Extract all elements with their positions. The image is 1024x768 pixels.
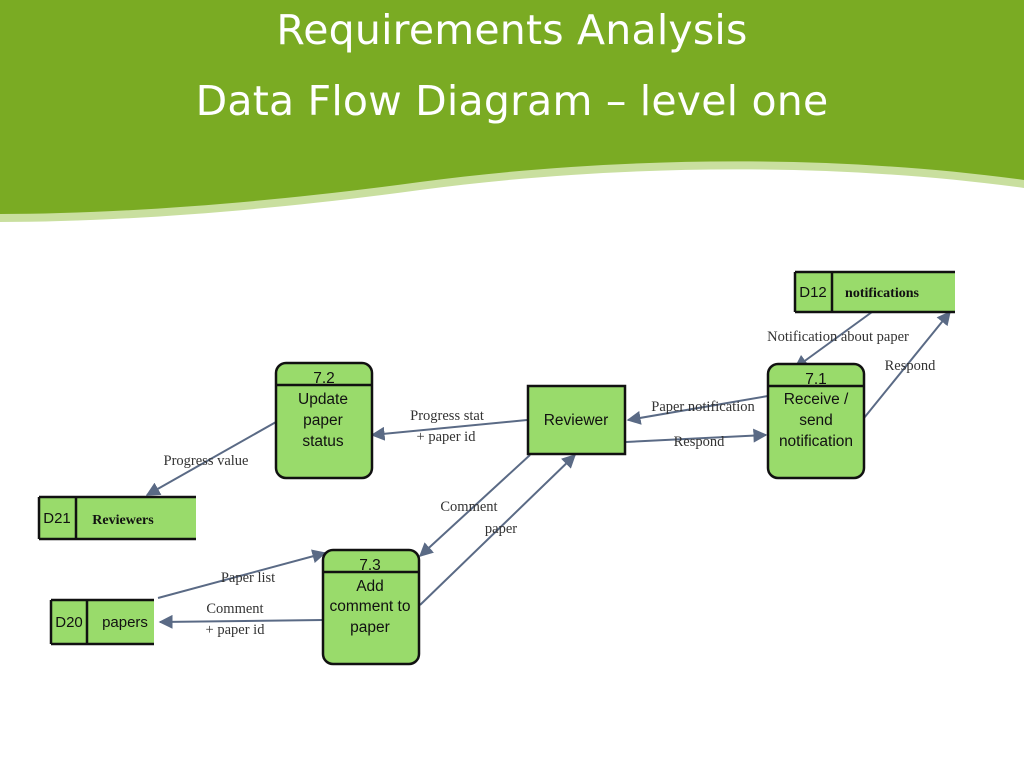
flow-label-paper: paper xyxy=(485,521,517,537)
flow-arrow-progress-value xyxy=(145,421,277,496)
flow-arrow-notification-about-paper xyxy=(793,311,873,369)
process-label-line-1: Update xyxy=(298,391,348,408)
process-7-3: 7.3 Add comment to paper xyxy=(321,548,421,666)
data-store-d12: D12 notifications xyxy=(793,270,955,314)
process-id: 7.1 xyxy=(805,371,827,388)
flow-arrow-progress-stat xyxy=(370,419,528,441)
slide-title-line-2: Data Flow Diagram – level one xyxy=(195,77,829,125)
process-label-line-3: status xyxy=(302,433,344,450)
flow-label-paper-notification: Paper notification xyxy=(651,399,755,415)
process-id: 7.3 xyxy=(359,557,381,574)
store-name: notifications xyxy=(845,286,919,301)
data-store-d20: D20 papers xyxy=(49,598,154,646)
process-label-line-3: paper xyxy=(350,619,390,636)
store-name: papers xyxy=(102,614,148,631)
flow-label-progress-value: Progress value xyxy=(164,453,249,469)
store-id: D12 xyxy=(799,284,827,301)
process-label-line-1: Add xyxy=(356,578,384,595)
flow-label-notification-about-paper: Notification about paper xyxy=(767,329,909,345)
flow-label-paper-list: Paper list xyxy=(221,570,275,586)
flow-arrow-comment-paper-id xyxy=(158,614,324,629)
flow-label-progress-stat-line-1: Progress stat xyxy=(410,408,484,424)
title-banner xyxy=(0,0,1024,222)
process-label-line-3: notification xyxy=(779,433,853,450)
process-7-1: 7.1 Receive / send notification xyxy=(766,362,866,480)
process-label-line-2: paper xyxy=(303,412,343,429)
data-store-d21: D21 Reviewers xyxy=(37,495,196,541)
flow-arrow-paper-notification xyxy=(626,395,769,425)
process-label-line-2: send xyxy=(799,412,833,429)
flow-arrow-respond-to-process xyxy=(625,428,768,443)
process-label-line-2: comment to xyxy=(330,598,411,615)
store-name: Reviewers xyxy=(92,513,154,528)
flow-label-comment: Comment xyxy=(440,499,497,515)
flow-label-respond-top: Respond xyxy=(885,358,937,374)
flow-arrow-paper-list xyxy=(157,549,327,599)
entity-label: Reviewer xyxy=(544,412,609,429)
flow-arrow-paper xyxy=(419,454,577,606)
slide-title-line-1: Requirements Analysis xyxy=(276,6,748,54)
process-id: 7.2 xyxy=(313,370,335,387)
store-id: D21 xyxy=(43,510,71,527)
external-entity-reviewer: Reviewer xyxy=(526,384,627,456)
flow-arrow-respond-to-notifications xyxy=(863,310,951,419)
flow-label-comment-paper-id-line-2: + paper id xyxy=(206,622,266,638)
flow-label-comment-paper-id-line-1: Comment xyxy=(206,601,263,617)
flow-label-respond-mid: Respond xyxy=(674,434,726,450)
process-7-2: 7.2 Update paper status xyxy=(274,361,374,480)
flow-label-progress-stat-line-2: + paper id xyxy=(417,429,477,445)
store-id: D20 xyxy=(55,614,83,631)
flow-arrow-comment xyxy=(418,454,531,557)
process-label-line-1: Receive / xyxy=(784,391,849,408)
